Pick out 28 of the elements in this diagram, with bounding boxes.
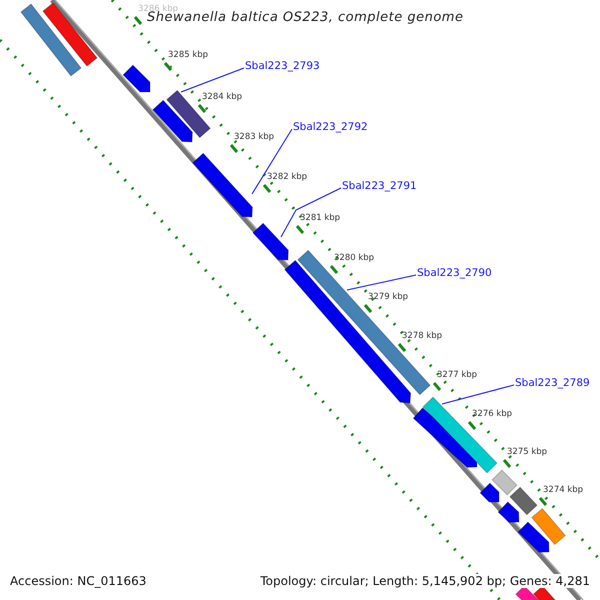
- gene-bar: [252, 222, 289, 260]
- gene-label: Sbal223_2792: [293, 121, 368, 134]
- map-title: Shewanella baltica OS223, complete genome: [147, 10, 464, 26]
- gene-bar: [192, 152, 253, 218]
- gene-label: Sbal223_2791: [342, 180, 417, 193]
- scale-label: 3281 kbp: [300, 213, 340, 224]
- scale-label: 3275 kbp: [507, 447, 548, 458]
- leader-line: [280, 188, 342, 238]
- gene-label: Sbal223_2789: [515, 377, 590, 390]
- leader-line: [252, 128, 292, 194]
- gene-label: Sbal223_2790: [417, 267, 492, 280]
- gene-label: Sbal223_2793: [245, 60, 320, 73]
- leader-line: [442, 384, 514, 404]
- scale-label: 3279 kbp: [368, 292, 408, 302]
- scale-label: 3278 kbp: [402, 331, 442, 342]
- scale-label: 3276 kbp: [472, 409, 512, 420]
- scale-label: 3282 kbp: [267, 172, 308, 182]
- scale-label: 3277 kbp: [437, 370, 478, 380]
- scale-label: 3280 kbp: [334, 253, 374, 264]
- accession-text: Accession: NC_011663: [8, 574, 148, 588]
- leader-line: [180, 68, 244, 92]
- scale-label: 3285 kbp: [168, 50, 208, 60]
- scale-label: 3274 kbp: [543, 485, 584, 496]
- scale-label: 3283 kbp: [234, 132, 274, 142]
- scale-label: 3284 kbp: [202, 92, 242, 102]
- leader-line: [346, 274, 416, 290]
- gene-bar: [422, 396, 498, 474]
- genome-stats-text: Topology: circular; Length: 5,145,902 bp; Genes: 4,281: [258, 574, 592, 588]
